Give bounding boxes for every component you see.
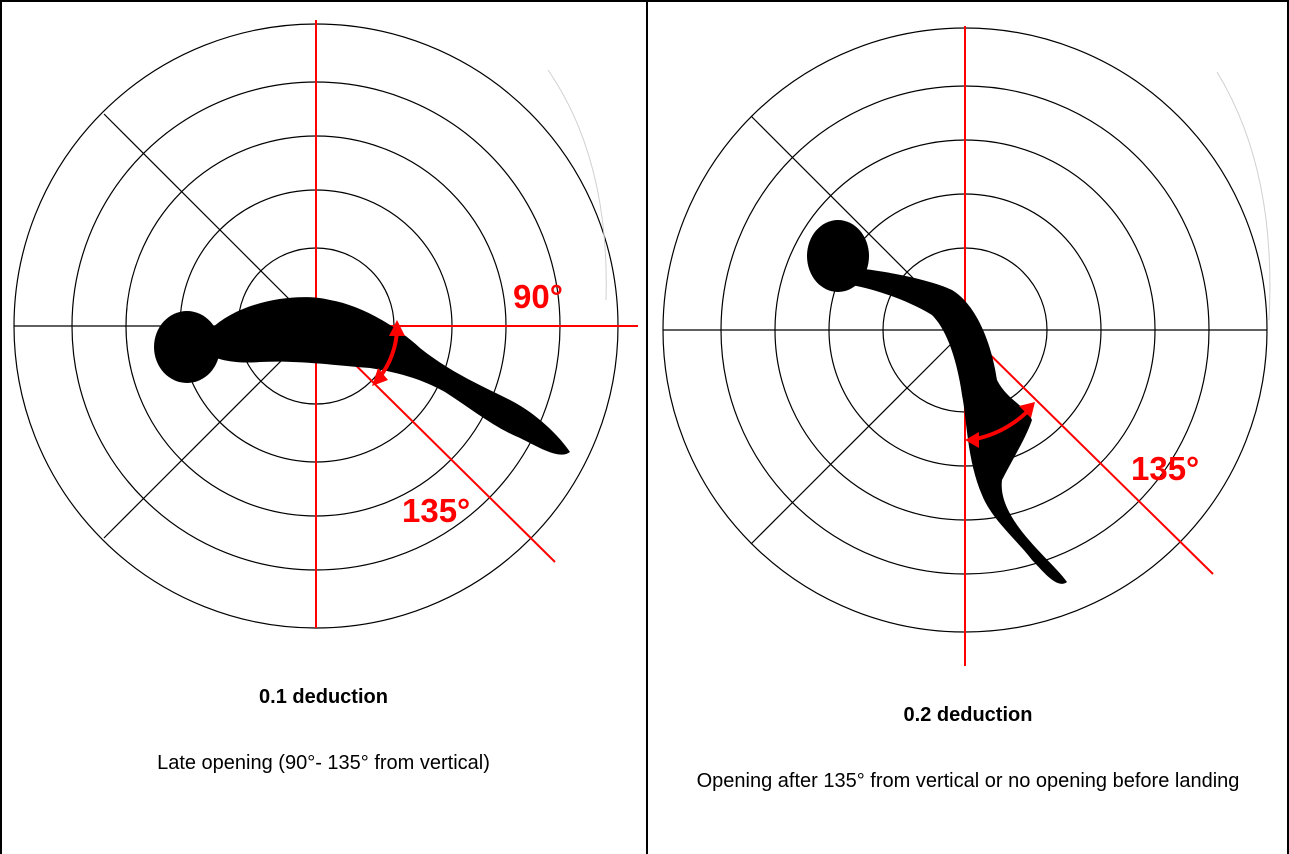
- deduction-amount: 0.1 deduction: [259, 686, 388, 708]
- table-border-right: [1287, 0, 1289, 854]
- angle-label-90: 90°: [513, 278, 563, 315]
- angle-arc-arrow-icon: [965, 402, 1035, 448]
- polar-diagram-right: 135°: [662, 26, 1271, 666]
- angle-label-135: 135°: [402, 492, 470, 529]
- table-divider: [646, 0, 648, 854]
- angle-arc-arrow-icon: [372, 320, 405, 386]
- one-thirty-five-degree-line: [964, 329, 1214, 575]
- diver-silhouette-icon: [807, 220, 1067, 584]
- deduction-description: Opening after 135° from vertical or no o…: [696, 770, 1240, 792]
- deduction-description: Late opening (90°- 135° from vertical): [157, 752, 490, 774]
- polar-diagram-left: 90° 135°: [13, 20, 638, 629]
- deduction-amount: 0.2 deduction: [903, 704, 1033, 726]
- angle-label-135: 135°: [1131, 450, 1199, 487]
- panel-late-opening: 90° 135° 0.1 deduction Late opening (90°…: [13, 20, 638, 774]
- panel-no-opening: 135° 0.2 deduction Opening after 135° fr…: [647, 0, 1289, 854]
- diver-silhouette-icon: [154, 297, 570, 455]
- table-border-top: [0, 0, 1289, 2]
- table-border-left: [0, 0, 2, 854]
- reference-lines: [964, 26, 1214, 666]
